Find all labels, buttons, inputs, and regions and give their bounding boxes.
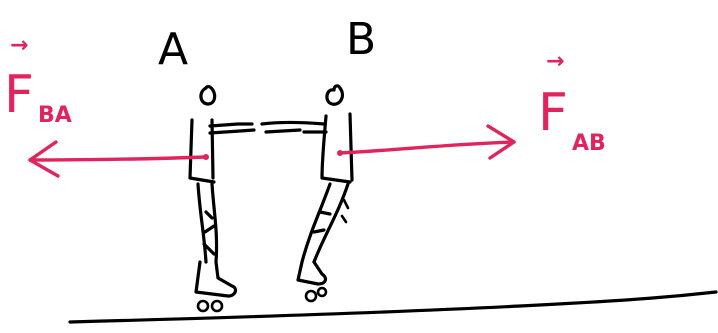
skater-b-torso — [320, 112, 354, 184]
skater-b-legs — [300, 182, 350, 264]
force-ba-vector-mark: → — [10, 33, 28, 58]
skater-b-skate — [296, 260, 328, 286]
force-ab-origin-dot — [337, 150, 343, 156]
skater-b-arms — [260, 120, 328, 134]
skater-b — [260, 84, 354, 303]
force-ba-origin-dot — [203, 154, 209, 160]
skater-a-skate — [194, 260, 238, 298]
force-arrow-ba — [28, 140, 209, 178]
force-ab-vector-mark: → — [546, 49, 564, 74]
force-ba-shaft — [28, 155, 208, 162]
force-ba-symbol: F — [4, 65, 34, 125]
skater-a-head — [199, 84, 217, 106]
force-ab-subscript: AB — [572, 131, 606, 156]
skater-a-arms — [208, 122, 256, 135]
label-b: B — [346, 14, 376, 65]
skater-b-wheels — [304, 286, 328, 303]
label-a: A — [158, 24, 188, 75]
label-force-ab: → F AB — [538, 49, 606, 156]
force-arrow-ab — [337, 124, 516, 160]
skater-a-torso — [188, 118, 216, 184]
force-ba-subscript: BA — [38, 103, 72, 128]
skater-b-marks — [340, 198, 350, 224]
force-ab-shaft — [338, 140, 516, 155]
force-ab-symbol: F — [538, 83, 568, 143]
skater-b-head — [325, 84, 345, 106]
skater-a — [188, 84, 256, 313]
skater-a-wheels — [196, 299, 224, 313]
skater-a-legs — [196, 182, 219, 264]
label-force-ba: → F BA — [4, 33, 72, 128]
force-ab-head — [486, 124, 516, 160]
force-ba-head — [28, 140, 60, 178]
ground-line — [68, 290, 718, 324]
